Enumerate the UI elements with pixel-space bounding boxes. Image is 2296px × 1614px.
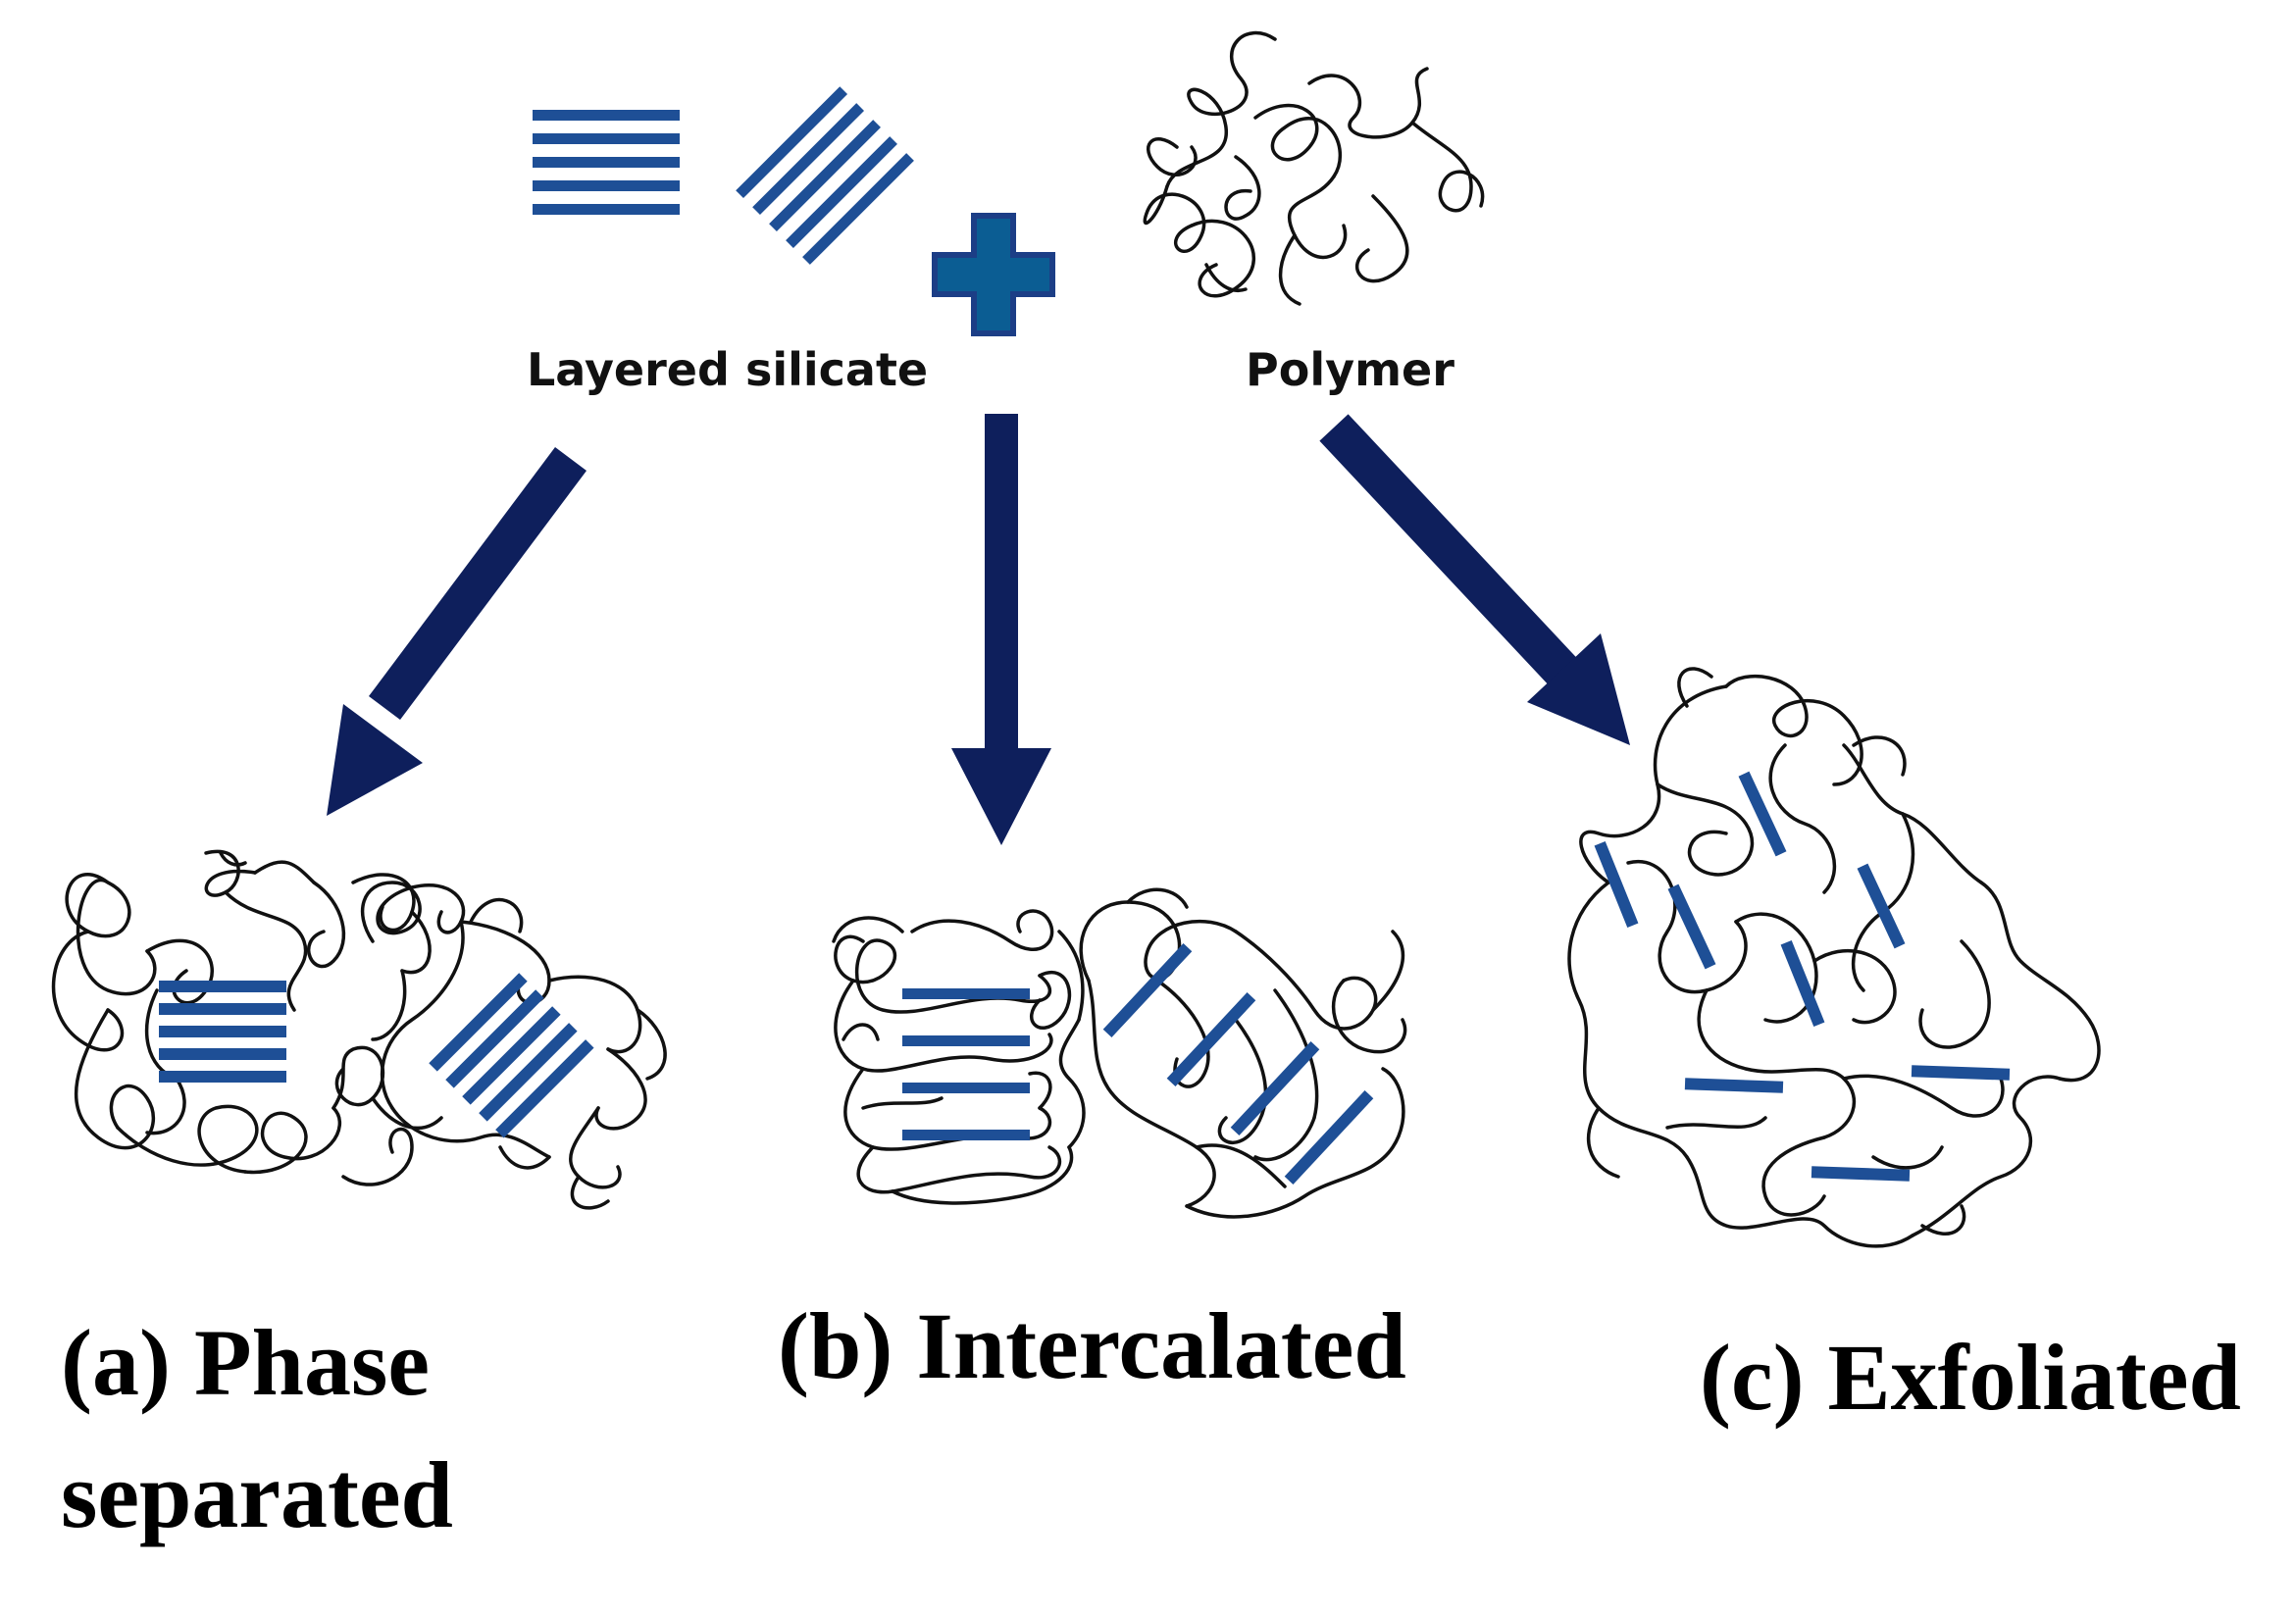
arrow-to-intercalated bbox=[951, 414, 1051, 845]
silicate-layer bbox=[533, 110, 680, 121]
silicate-layer bbox=[429, 973, 528, 1072]
exfoliated-polymer bbox=[1567, 667, 2101, 1248]
silicate-platelet bbox=[1738, 771, 1787, 857]
silicate-layer bbox=[1230, 1041, 1320, 1135]
phase-separated-label-line2: separated bbox=[61, 1442, 453, 1547]
intercalated-silicate-tilted bbox=[1102, 943, 1374, 1185]
silicate-layer bbox=[479, 1023, 578, 1122]
intercalated-label: (b) Intercalated bbox=[778, 1293, 1406, 1398]
silicate-layer bbox=[769, 120, 881, 231]
silicate-layer bbox=[159, 981, 286, 992]
silicate-layer bbox=[752, 103, 865, 216]
exfoliated-structure bbox=[1567, 667, 2101, 1248]
intercalated-polymer bbox=[832, 909, 1086, 1205]
silicate-platelet bbox=[1667, 883, 1716, 970]
silicate-platelet bbox=[1811, 1166, 1911, 1182]
silicate-layer bbox=[902, 1083, 1030, 1093]
silicate-platelet bbox=[1857, 863, 1906, 949]
silicate-layer bbox=[802, 153, 914, 265]
silicate-layer bbox=[902, 1130, 1030, 1140]
silicate-layer bbox=[1284, 1090, 1374, 1185]
silicate-layer bbox=[159, 1003, 286, 1015]
arrow-to-exfoliated bbox=[1319, 414, 1630, 745]
silicate-platelet bbox=[1684, 1078, 1784, 1093]
silicate-layer bbox=[533, 157, 680, 168]
silicate-layer bbox=[786, 136, 897, 248]
silicate-layer bbox=[533, 180, 680, 191]
silicate-platelet bbox=[1780, 940, 1825, 1027]
silicate-layer bbox=[495, 1039, 594, 1138]
intercalated-structure bbox=[832, 887, 1407, 1219]
silicate-layer bbox=[159, 1048, 286, 1060]
silicate-layer bbox=[533, 204, 680, 215]
silicate-layer bbox=[462, 1006, 561, 1105]
silicate-stack-tilted bbox=[736, 86, 914, 265]
exfoliated-silicate-platelets bbox=[1594, 771, 2011, 1182]
phase-separated-label-line1: (a) Phase bbox=[61, 1310, 430, 1415]
silicate-layer bbox=[1102, 943, 1193, 1037]
silicate-platelet bbox=[1911, 1065, 2011, 1081]
phase-separated-silicate-stack bbox=[159, 981, 286, 1083]
silicate-layer bbox=[445, 989, 544, 1088]
silicate-layer bbox=[159, 1071, 286, 1083]
silicate-platelet bbox=[1594, 841, 1639, 928]
silicate-layer bbox=[736, 86, 848, 199]
phase-separated-polymer-right bbox=[361, 881, 667, 1210]
plus-icon bbox=[932, 213, 1055, 336]
polymer-label: Polymer bbox=[1246, 343, 1454, 396]
phase-separated-polymer bbox=[51, 849, 443, 1186]
silicate-layer bbox=[159, 1026, 286, 1037]
intercalated-silicate-stack bbox=[902, 988, 1030, 1140]
intercalated-polymer-right bbox=[1079, 887, 1407, 1219]
arrow-to-phase-separated bbox=[327, 447, 587, 816]
silicate-layer bbox=[533, 133, 680, 144]
layered-silicate-label: Layered silicate bbox=[527, 343, 928, 396]
exfoliated-label: (c) Exfoliated bbox=[1700, 1325, 2241, 1430]
phase-separated-silicate-tilted bbox=[429, 973, 594, 1138]
silicate-stack-horizontal bbox=[533, 110, 680, 215]
silicate-layer bbox=[902, 988, 1030, 999]
silicate-layer bbox=[902, 1035, 1030, 1046]
silicate-layer bbox=[1166, 992, 1256, 1086]
polymer-coil bbox=[1143, 30, 1485, 306]
phase-separated-structure bbox=[51, 849, 667, 1210]
